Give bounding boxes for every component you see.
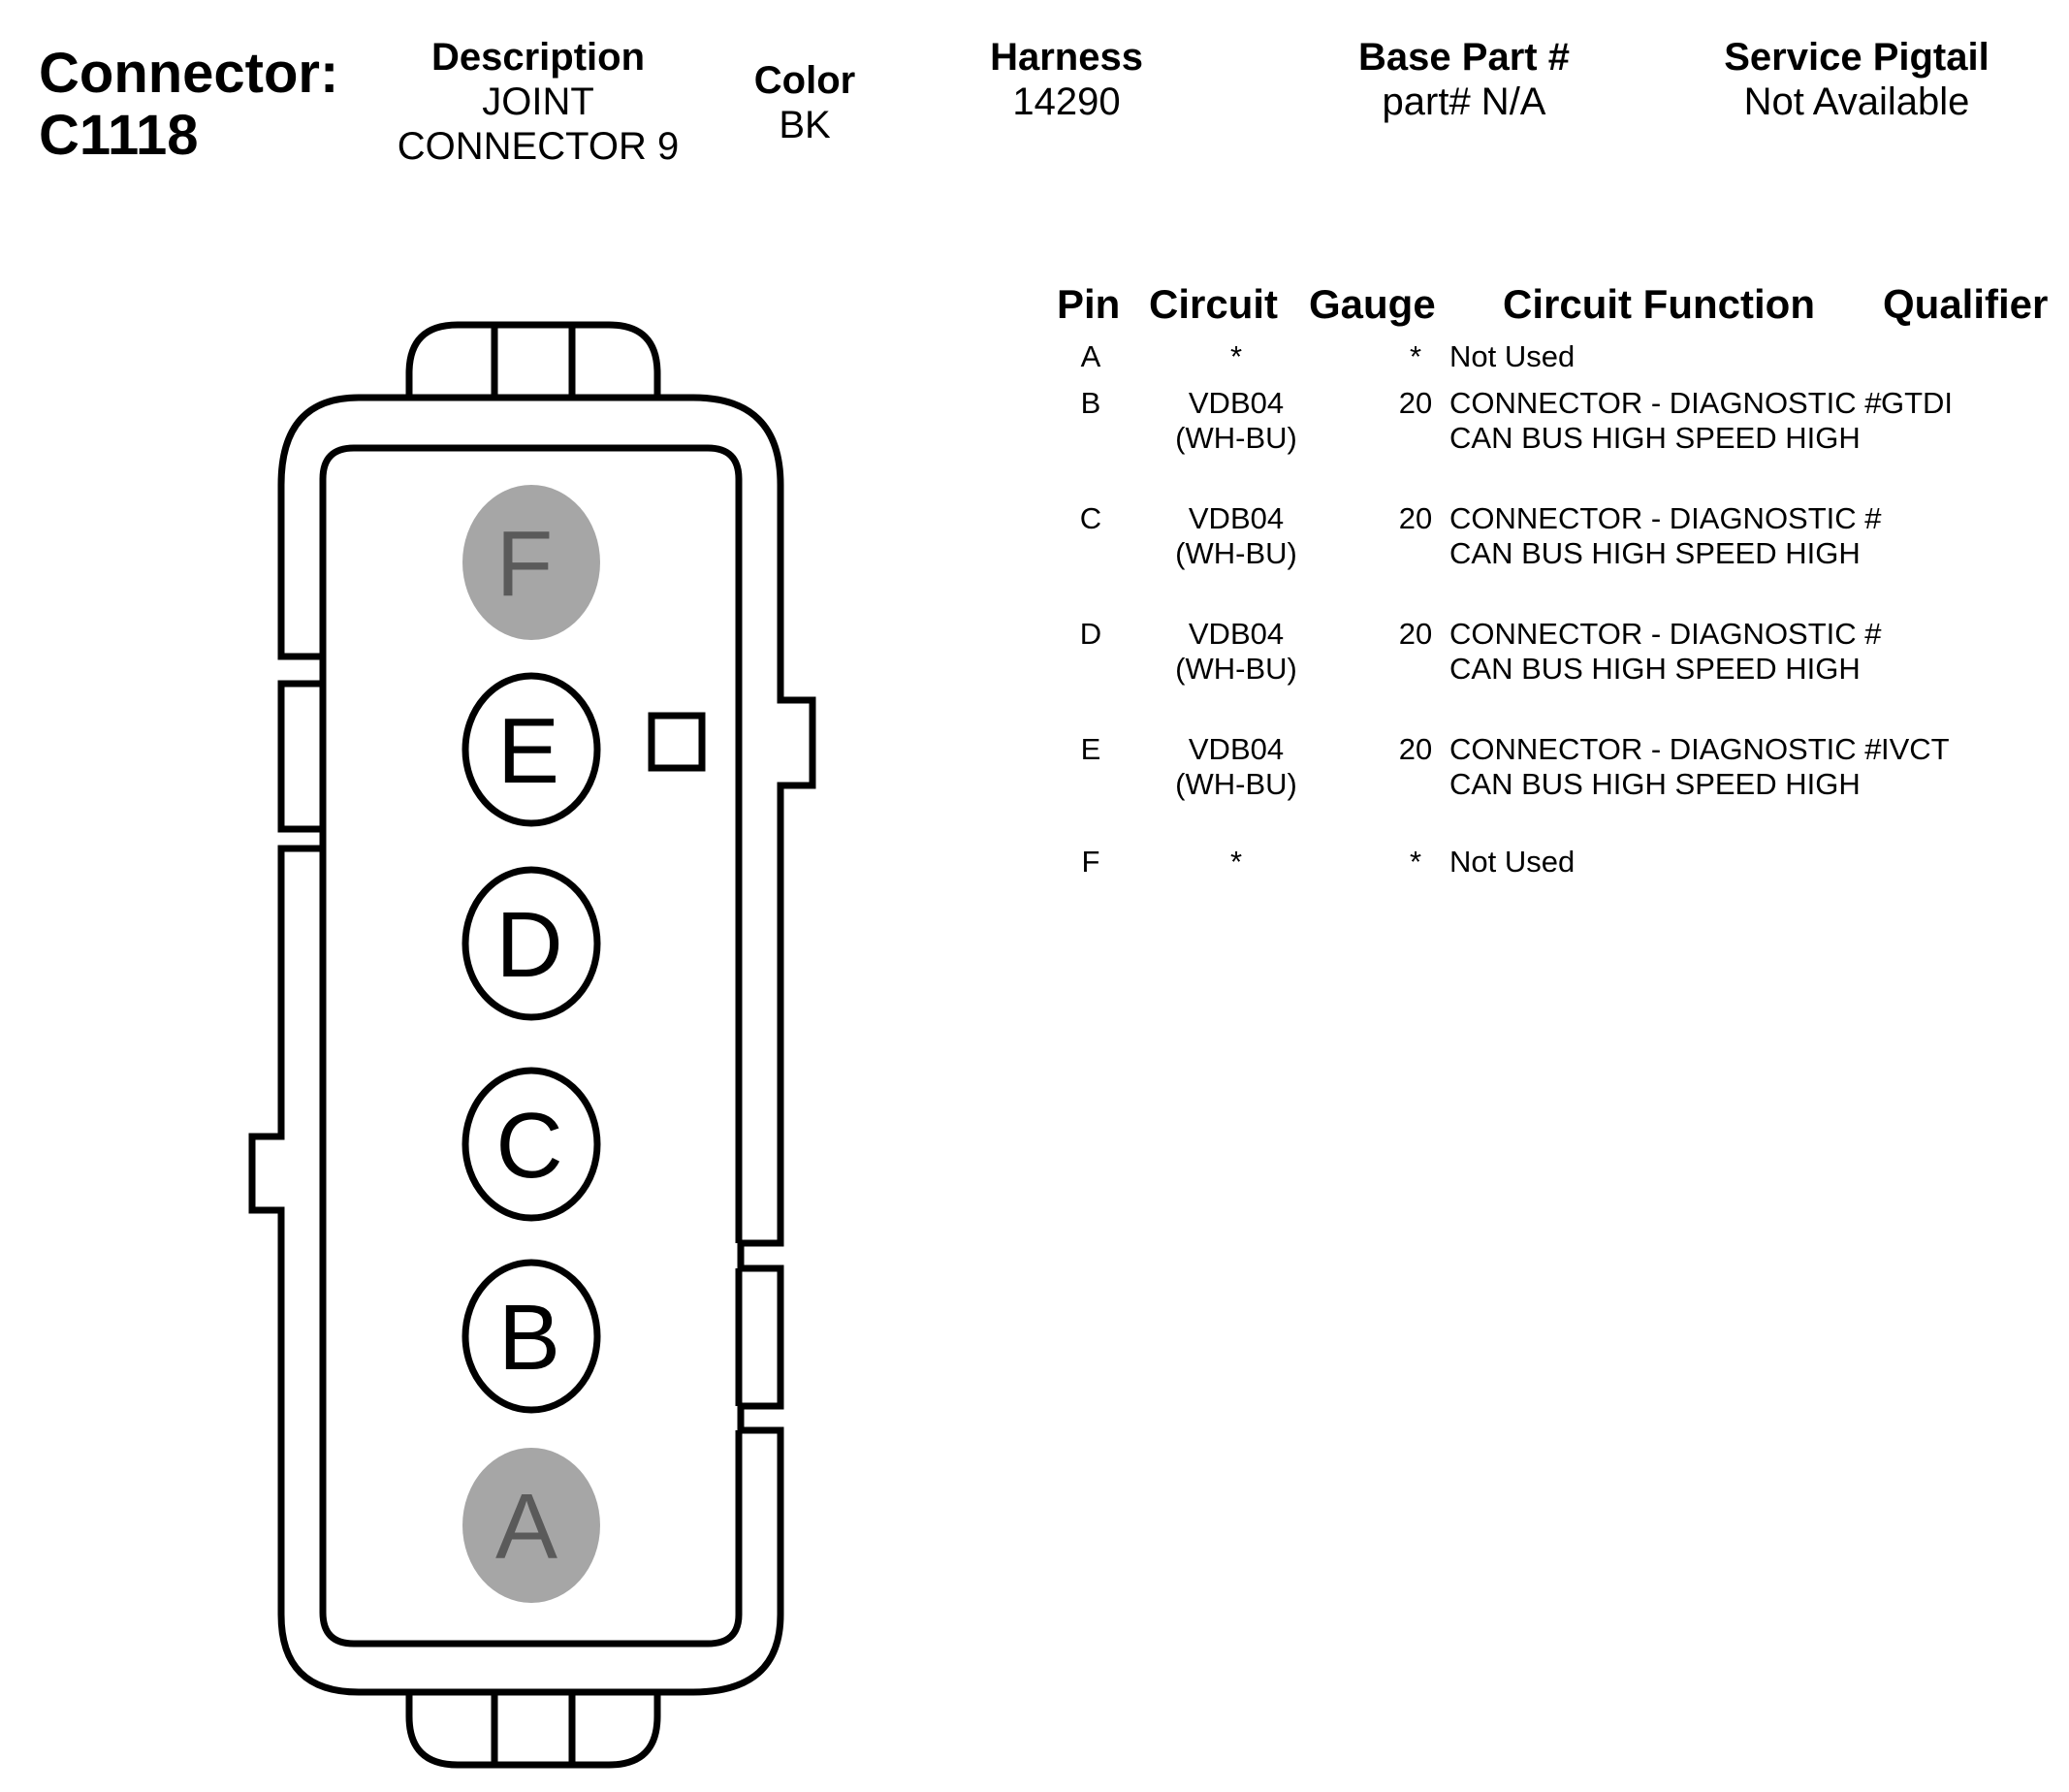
circuit-code: VDB04 bbox=[1188, 732, 1285, 766]
gauge-cell: * bbox=[1409, 339, 1422, 373]
gauge-cell: 20 bbox=[1398, 732, 1433, 766]
function-cell: Not Used bbox=[1449, 339, 1576, 373]
circuit-cell: VDB04(WH-BU) bbox=[1149, 617, 1323, 687]
description-value-line2: CONNECTOR 9 bbox=[397, 125, 680, 168]
circuit-cell: VDB04(WH-BU) bbox=[1149, 386, 1323, 456]
service-pigtail-label: Service Pigtail bbox=[1724, 36, 1989, 79]
circuit-code: VDB04 bbox=[1188, 501, 1285, 535]
base-part-label: Base Part # bbox=[1358, 36, 1570, 79]
circuit-cell: VDB04(WH-BU) bbox=[1149, 501, 1323, 571]
circuit-wire-color: (WH-BU) bbox=[1175, 767, 1297, 801]
harness-label: Harness bbox=[990, 36, 1143, 79]
pin-cell: F bbox=[1081, 845, 1100, 879]
description-column: Description JOINT CONNECTOR 9 bbox=[378, 35, 698, 169]
cavity-F-circle bbox=[462, 485, 600, 640]
cavity-D-label: D bbox=[495, 893, 562, 997]
connector-title-label: Connector: bbox=[39, 42, 339, 105]
cavity-C-label: C bbox=[495, 1094, 562, 1198]
circuit-wire-color: (WH-BU) bbox=[1175, 421, 1297, 455]
color-label: Color bbox=[753, 59, 856, 102]
qualifier-cell: GTDI bbox=[1881, 386, 1954, 420]
cavity-B-circle bbox=[462, 1259, 601, 1414]
circuit-cell: * bbox=[1229, 339, 1243, 373]
cavity-E-circle bbox=[462, 672, 601, 827]
pin-cell: E bbox=[1080, 732, 1101, 766]
circuit-cell: VDB04(WH-BU) bbox=[1149, 732, 1323, 802]
gauge-cell: * bbox=[1409, 845, 1422, 879]
cavity-F-label: F bbox=[496, 512, 554, 616]
circuit-wire-color: (WH-BU) bbox=[1175, 536, 1297, 570]
connector-id: C1118 bbox=[39, 104, 199, 167]
base-part-column: Base Part # part# N/A bbox=[1328, 35, 1600, 124]
cavity-A-circle bbox=[462, 1448, 600, 1603]
circuit-wire-color: (WH-BU) bbox=[1175, 652, 1297, 686]
base-part-value: part# N/A bbox=[1382, 80, 1546, 123]
cavity-A: A bbox=[462, 1448, 600, 1603]
function-cell: CONNECTOR - DIAGNOSTIC # CAN BUS HIGH SP… bbox=[1449, 732, 1882, 801]
description-value-line1: JOINT bbox=[482, 80, 594, 123]
table-header-pin: Pin bbox=[1057, 281, 1121, 327]
cavity-D-circle bbox=[462, 866, 601, 1021]
cavity-A-label: A bbox=[495, 1475, 557, 1579]
function-cell: CONNECTOR - DIAGNOSTIC # CAN BUS HIGH SP… bbox=[1449, 386, 1882, 455]
outer-housing bbox=[248, 394, 816, 1696]
service-pigtail-column: Service Pigtail Not Available bbox=[1687, 35, 2026, 124]
cavity-E: E bbox=[462, 672, 601, 827]
function-cell: CONNECTOR - DIAGNOSTIC # CAN BUS HIGH SP… bbox=[1449, 501, 1882, 570]
cavity-C-circle bbox=[462, 1067, 601, 1222]
pin-cell: A bbox=[1080, 339, 1101, 373]
pin-cell: D bbox=[1079, 617, 1102, 651]
table-header-circuit: Circuit bbox=[1149, 281, 1279, 327]
cavity-E-label: E bbox=[497, 699, 559, 803]
service-pigtail-value: Not Available bbox=[1743, 80, 1970, 123]
gauge-cell: 20 bbox=[1398, 386, 1433, 420]
harness-column: Harness 14290 bbox=[950, 35, 1183, 124]
cavity-B: B bbox=[462, 1259, 601, 1414]
cavity-F: F bbox=[462, 485, 600, 640]
bottom-latch bbox=[405, 1692, 661, 1769]
harness-value: 14290 bbox=[1012, 80, 1121, 123]
gauge-cell: 20 bbox=[1398, 501, 1433, 535]
polarization-key bbox=[648, 712, 706, 772]
connector-title: Connector: C1118 bbox=[39, 43, 338, 167]
inner-housing bbox=[319, 444, 743, 1648]
table-header-gauge: Gauge bbox=[1309, 281, 1436, 327]
circuit-code: VDB04 bbox=[1188, 617, 1285, 651]
table-header-function: Circuit Function bbox=[1503, 281, 1815, 327]
cavity-C: C bbox=[462, 1067, 601, 1222]
description-label: Description bbox=[430, 36, 646, 79]
top-latch bbox=[405, 321, 661, 398]
pin-cell: B bbox=[1080, 386, 1101, 420]
function-cell: CONNECTOR - DIAGNOSTIC # CAN BUS HIGH SP… bbox=[1449, 617, 1882, 686]
color-value: BK bbox=[779, 104, 831, 146]
gauge-cell: 20 bbox=[1398, 617, 1433, 651]
cavity-B-label: B bbox=[498, 1286, 560, 1390]
pin-cell: C bbox=[1079, 501, 1102, 535]
table-header-qualifier: Qualifier bbox=[1883, 281, 2049, 327]
qualifier-cell: IVCT bbox=[1881, 732, 1950, 766]
circuit-cell: * bbox=[1229, 845, 1243, 879]
cavity-D: D bbox=[462, 866, 601, 1021]
color-column: Color BK bbox=[717, 58, 892, 147]
function-cell: Not Used bbox=[1449, 845, 1576, 879]
circuit-code: VDB04 bbox=[1188, 386, 1285, 420]
